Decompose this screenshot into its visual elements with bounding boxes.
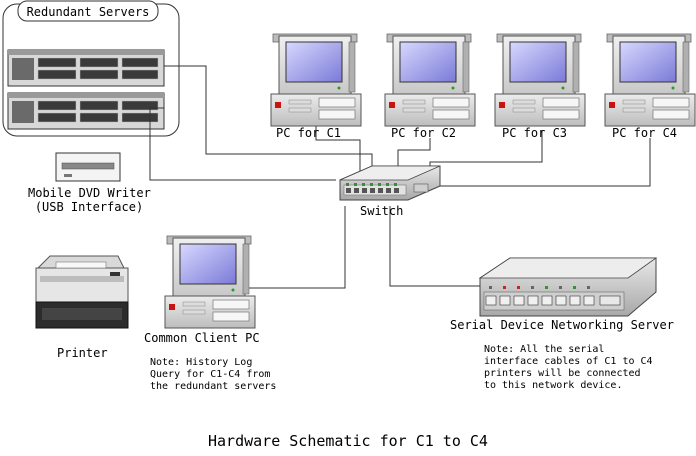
serial-server-label: Serial Device Networking Server xyxy=(450,318,674,332)
serial-note-line-4: to this network device. xyxy=(484,380,623,391)
pc-c2-label: PC for C2 xyxy=(391,126,457,140)
pc-c3 xyxy=(494,33,586,127)
client-pc-label: Common Client PC xyxy=(144,331,260,345)
pc-c4 xyxy=(604,33,696,127)
pc-c4-label: PC for C4 xyxy=(612,126,678,140)
pc-c1-label: PC for C1 xyxy=(276,126,342,140)
client-pc xyxy=(164,235,256,329)
switch-device xyxy=(339,165,441,201)
server-1 xyxy=(7,49,165,87)
redundant-servers-title-box xyxy=(17,0,159,22)
cable-c2-switch xyxy=(397,138,431,178)
server-2 xyxy=(7,92,165,130)
client-note-line-3: the redundant servers xyxy=(150,381,277,392)
serial-note-line-3: printers will be connected xyxy=(484,368,641,379)
switch-label: Switch xyxy=(360,204,404,218)
serial-note-line-2: interface cables of C1 to C4 xyxy=(484,356,653,367)
client-note-line-1: Note: History Log xyxy=(150,357,253,368)
dvd-writer xyxy=(55,152,121,182)
serial-note-line-1: Note: All the serial xyxy=(484,344,605,355)
diagram-caption: Hardware Schematic for C1 to C4 xyxy=(208,432,488,450)
pc-c3-label: PC for C3 xyxy=(502,126,568,140)
pc-c2 xyxy=(384,33,476,127)
client-note-line-2: Query for C1-C4 from xyxy=(150,369,271,380)
redundant-servers-title: Redundant Servers xyxy=(27,5,150,19)
client-note: Note: History Log Query for C1-C4 from t… xyxy=(150,357,276,393)
printer-label: Printer xyxy=(57,346,108,360)
dvd-writer-label-line-1: Mobile DVD Writer xyxy=(28,186,151,200)
cable-switch-serial xyxy=(389,206,480,287)
cable-client-switch xyxy=(230,206,346,289)
printer-device xyxy=(35,255,129,329)
serial-networking-server xyxy=(478,257,658,317)
dvd-writer-label-line-2: (USB Interface) xyxy=(34,200,144,214)
cable-server1-switch xyxy=(164,65,373,182)
dvd-writer-label: Mobile DVD Writer (USB Interface) xyxy=(28,186,151,214)
cable-c1-switch xyxy=(315,124,361,178)
serial-note: Note: All the serial interface cables of… xyxy=(484,344,653,392)
pc-c1 xyxy=(270,33,362,127)
cable-server2-switch xyxy=(149,107,336,181)
cable-c4-switch xyxy=(440,138,651,187)
